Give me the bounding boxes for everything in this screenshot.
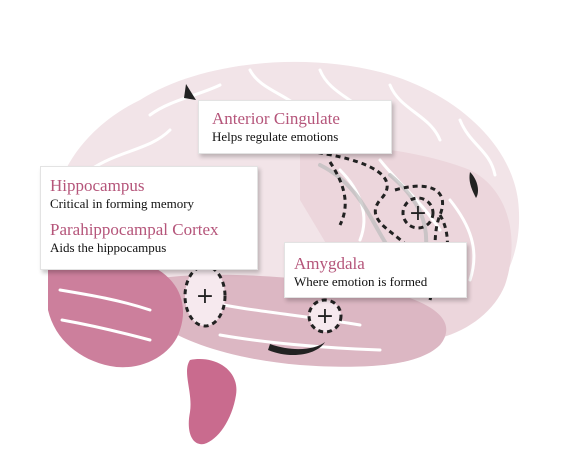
amygdala-callout: Amygdala Where emotion is formed bbox=[284, 242, 467, 298]
hippocampus-plus-marker: + bbox=[196, 284, 214, 309]
amygdala-description: Where emotion is formed bbox=[294, 274, 428, 289]
amygdala-title: Amygdala bbox=[294, 254, 365, 273]
dark-accent-amygdala bbox=[268, 342, 325, 356]
hippocampus-title: Hippocampus bbox=[50, 176, 145, 195]
hippocampus-description: Critical in forming memory bbox=[50, 196, 195, 211]
amygdala-marker-outline bbox=[307, 298, 343, 334]
anterior-cingulate-marker-outline bbox=[401, 196, 435, 230]
parahippocampal-title: Parahippocampal Cortex bbox=[50, 220, 219, 239]
brainstem bbox=[187, 359, 237, 445]
dashed-pathways bbox=[299, 148, 449, 301]
anterior-cingulate-description: Helps regulate emotions bbox=[212, 129, 339, 144]
anterior-cingulate-title: Anterior Cingulate bbox=[212, 109, 340, 128]
hippocampus-callout: Hippocampus Critical in forming memory P… bbox=[40, 166, 258, 270]
parahippocampal-description: Aids the hippocampus bbox=[50, 240, 167, 255]
dark-accent-top bbox=[184, 84, 196, 100]
anterior-cingulate-plus-marker: + bbox=[409, 201, 427, 226]
amygdala-plus-marker: + bbox=[316, 304, 334, 329]
anterior-cingulate-callout: Anterior Cingulate Helps regulate emotio… bbox=[198, 100, 392, 154]
dark-accent-right bbox=[469, 172, 478, 198]
